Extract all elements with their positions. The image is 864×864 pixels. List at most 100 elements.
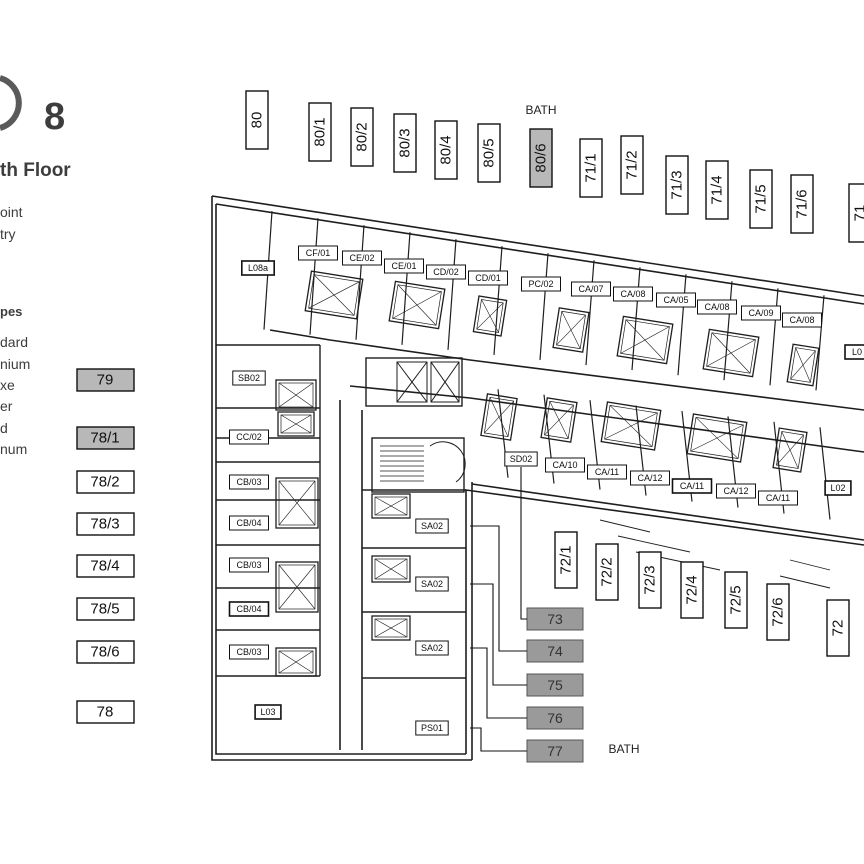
pod-outline	[600, 401, 662, 451]
partition-wall	[539, 253, 549, 361]
legend-item: er	[0, 398, 13, 414]
unit-callout-box	[76, 368, 135, 392]
bathroom-pod	[786, 343, 820, 387]
room-tag-box	[468, 270, 508, 286]
room-code-top: CD/01	[475, 273, 501, 283]
unit-callout-box	[705, 160, 729, 220]
exterior-wall	[215, 204, 466, 755]
pod-outline	[616, 315, 674, 365]
pod-x	[278, 382, 314, 408]
unit-callout-label: 79	[97, 372, 114, 389]
bathroom-pod	[275, 647, 317, 677]
room-tag-box	[697, 299, 737, 315]
pod-inner	[278, 480, 316, 526]
unit-callout-label: 78/2	[90, 474, 119, 491]
pod-outline	[552, 307, 590, 353]
leader-line	[470, 727, 527, 752]
pod-outline	[540, 397, 578, 443]
room-code-top: CA/08	[704, 302, 729, 312]
room-tag-box	[545, 457, 585, 473]
bathroom-pod	[616, 315, 674, 365]
unit-callout-label: 72	[830, 620, 847, 637]
pod-outline	[371, 615, 411, 641]
pod-x	[790, 350, 816, 380]
unit-callout-box	[76, 597, 135, 621]
legend-item: xe	[0, 377, 15, 393]
exterior-wall	[465, 489, 864, 754]
unit-callout-label: 78	[97, 704, 114, 721]
bathroom-pod	[277, 411, 315, 437]
pod-inner	[790, 347, 816, 383]
unit-callout-box	[76, 700, 135, 724]
room-tag-box	[254, 704, 282, 720]
unit-callout-box	[638, 551, 662, 609]
pod-outline	[275, 477, 319, 529]
pod-outline	[472, 295, 508, 337]
room-tag-box	[229, 644, 269, 660]
unit-callout-label: 75	[547, 677, 563, 693]
unit-callout-box	[826, 599, 850, 657]
bathroom-pod	[772, 427, 808, 473]
hatch-line	[617, 535, 691, 553]
pod-x	[776, 434, 804, 466]
pod-inner	[483, 396, 515, 438]
unit-callout-label: 71/1	[583, 153, 600, 182]
pod-outline	[480, 393, 518, 441]
bathroom-pod	[371, 555, 411, 583]
pod-inner	[278, 382, 314, 408]
unit-callout-label: 80/6	[533, 143, 550, 172]
room-tag-box	[741, 305, 781, 321]
pod-inner	[278, 650, 314, 674]
pod-outline	[786, 343, 820, 387]
legend-item: d	[0, 420, 8, 436]
bathroom-pod	[552, 307, 590, 353]
unit-callout-label: 80/4	[438, 135, 455, 164]
room-tag-box	[229, 474, 269, 490]
room-code-left: CC/02	[236, 432, 262, 442]
unit-callout-box	[76, 470, 135, 494]
partition-wall	[819, 427, 831, 520]
legend-item: nium	[0, 356, 31, 372]
pod-inner	[308, 274, 360, 316]
exterior-wall	[471, 483, 864, 541]
bath-label-top: BATH	[525, 103, 556, 117]
pod-inner	[374, 496, 408, 516]
pod-x	[280, 414, 312, 434]
unit-callout-label: 72/2	[599, 557, 616, 586]
room-code-bottom: CA/11	[680, 481, 704, 491]
pod-inner	[690, 417, 744, 459]
unit-callout-box	[749, 169, 773, 229]
pod-x	[556, 314, 586, 346]
unit-callout-box	[680, 561, 704, 619]
room-code-left: CB/03	[236, 647, 261, 657]
floor-number: 8	[44, 96, 66, 138]
bathroom-pod	[371, 493, 411, 519]
room-code-left: CB/03	[236, 477, 261, 487]
room-tag-box	[824, 480, 852, 496]
pod-inner	[544, 400, 574, 440]
room-code-top: CA/05	[663, 295, 688, 305]
unit-callout-box	[766, 583, 790, 641]
legend-line: oint	[0, 204, 23, 220]
room-tag-box	[342, 250, 382, 266]
leader-line	[607, 479, 650, 552]
partition-wall	[493, 246, 503, 355]
room-code-top: CE/02	[349, 253, 374, 263]
bathroom-pod	[304, 270, 364, 320]
room-code-bottom: CA/12	[723, 486, 748, 496]
bathroom-pod	[480, 393, 518, 441]
unit-callout-box	[554, 531, 578, 589]
room-code-top: CF/01	[306, 248, 331, 258]
pod-inner	[776, 431, 804, 469]
unit-callout-box	[620, 135, 644, 195]
room-tag-box	[229, 515, 269, 531]
unit-callout-label: 71	[852, 205, 864, 222]
unit-callout-box	[245, 90, 269, 150]
room-tag-box	[415, 518, 449, 534]
room-tag-box	[758, 490, 798, 506]
unit-callout-label: 72/4	[684, 575, 701, 604]
leader-line	[520, 467, 527, 620]
room-code-bottom: CA/11	[766, 493, 790, 503]
pod-x	[706, 339, 756, 367]
unit-callout-box	[724, 571, 748, 629]
